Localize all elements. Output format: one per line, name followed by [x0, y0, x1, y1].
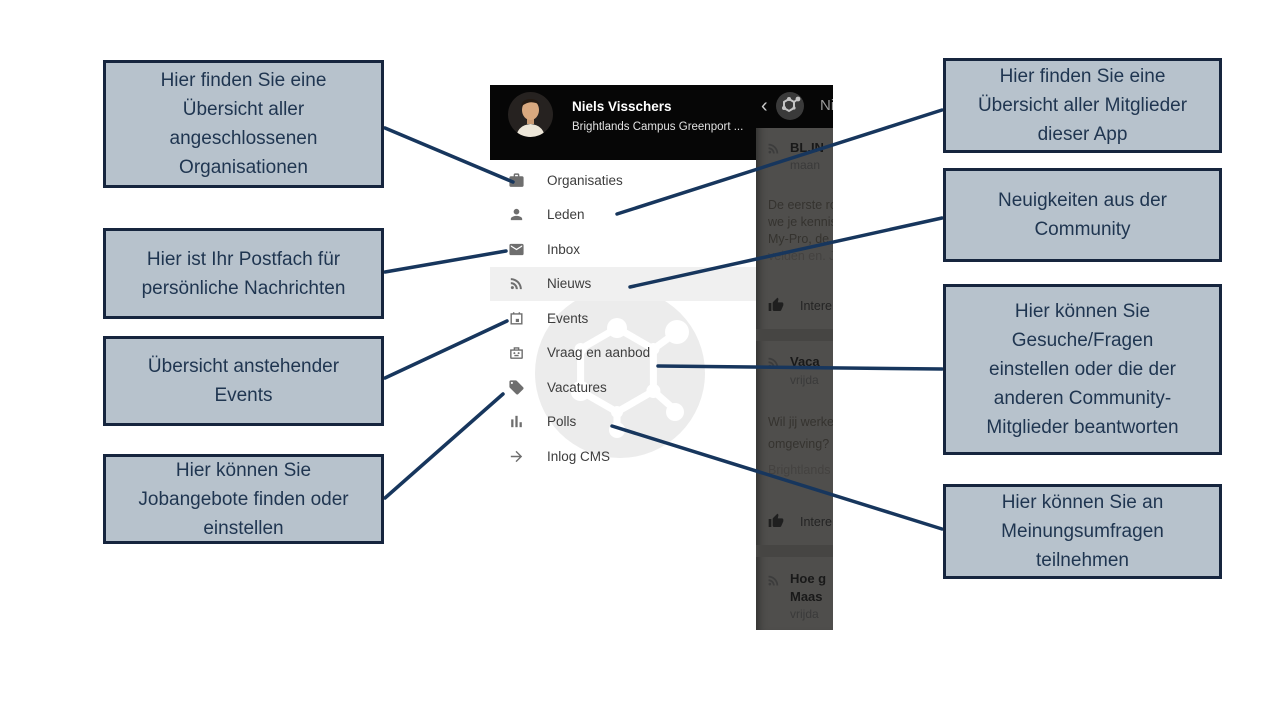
login-arrow-icon	[508, 448, 525, 465]
rss-icon	[766, 355, 781, 375]
feed-divider	[756, 329, 833, 341]
menu-item-leden[interactable]: Leden	[490, 198, 756, 233]
thumb-up-icon[interactable]	[768, 513, 784, 534]
connector-inbox	[383, 249, 508, 274]
menu-item-vacatures[interactable]: Vacatures	[490, 370, 756, 405]
news-feed-scrim: ‹ Ni BL.IN maan De eerste ro	[756, 85, 833, 630]
poll-icon	[508, 413, 525, 430]
feed-item-title: Vaca	[790, 354, 820, 369]
menu-label: Inbox	[547, 241, 581, 257]
feed-item-date: vrijda	[790, 373, 819, 387]
callout-jobangebote: Hier können Sie Jobangebote finden oder …	[103, 454, 384, 544]
connector-vacatures	[383, 392, 505, 500]
envelope-icon	[508, 241, 525, 258]
connector-events	[383, 319, 509, 380]
feed-body-line: De eerste ro	[768, 198, 833, 212]
callout-organisationen: Hier finden Sie eine Übersicht aller ang…	[103, 60, 384, 188]
menu-item-inbox[interactable]: Inbox	[490, 232, 756, 267]
app-toolbar: ‹ Ni	[756, 85, 833, 128]
marketplace-icon	[508, 344, 525, 361]
rss-icon	[508, 275, 525, 292]
toolbar-title: Ni	[820, 97, 833, 114]
feed-item-title: Hoe g	[790, 571, 827, 586]
feed-body-line: Brightlands	[768, 463, 831, 477]
menu-item-organisaties[interactable]: Organisaties	[490, 163, 756, 198]
callout-events: Übersicht anstehender Events	[103, 336, 384, 426]
menu-label: Inlog CMS	[547, 448, 611, 464]
app-logo-icon	[776, 92, 804, 120]
menu-label: Polls	[547, 414, 577, 430]
feed-item-title-line2: Maas	[790, 589, 823, 604]
rss-icon	[766, 141, 781, 161]
menu-label: Nieuws	[547, 276, 592, 292]
tag-icon	[508, 379, 525, 396]
menu-item-nieuws[interactable]: Nieuws	[490, 266, 756, 301]
back-button[interactable]: ‹	[761, 95, 768, 117]
profile-organization: Brightlands Campus Greenport ...	[572, 121, 744, 133]
feed-body-line: we je kennis	[768, 215, 833, 229]
navigation-drawer: Niels Visschers Brightlands Campus Green…	[490, 85, 756, 630]
menu-label: Events	[547, 310, 589, 326]
callout-umfragen: Hier können Sie an Meinungsumfragen teil…	[943, 484, 1222, 579]
briefcase-icon	[508, 172, 525, 189]
calendar-icon	[508, 310, 525, 327]
feed-body-line: velden en. J	[768, 249, 833, 263]
menu-item-vraag-en-aanbod[interactable]: Vraag en aanbod	[490, 336, 756, 371]
app-screenshot: Niels Visschers Brightlands Campus Green…	[490, 85, 833, 630]
feed-divider	[756, 545, 833, 557]
menu-label: Leden	[547, 207, 585, 223]
callout-neuigkeiten: Neuigkeiten aus der Community	[943, 168, 1222, 262]
menu-label: Vacatures	[547, 379, 607, 395]
menu-item-events[interactable]: Events	[490, 301, 756, 336]
menu-label: Vraag en aanbod	[547, 345, 651, 361]
feed-item-date: maan	[790, 158, 821, 172]
feed-body-line: omgeving?	[768, 437, 830, 451]
feed-body-line: My-Pro, de	[768, 232, 830, 246]
feed-item-date: vrijda	[790, 607, 819, 621]
profile-name: Niels Visschers	[572, 99, 672, 114]
callout-postfach: Hier ist Ihr Postfach für persönliche Na…	[103, 228, 384, 319]
person-icon	[508, 206, 525, 223]
feed-item-title: BL.IN	[790, 140, 824, 155]
rss-icon	[766, 573, 781, 593]
thumb-up-icon[interactable]	[768, 297, 784, 318]
like-label[interactable]: Intere	[800, 299, 832, 313]
menu-item-inlog-cms[interactable]: Inlog CMS	[490, 439, 756, 474]
drawer-profile-header[interactable]: Niels Visschers Brightlands Campus Green…	[490, 85, 756, 160]
drawer-menu: Organisaties Leden Inbox Nieuws	[490, 163, 756, 474]
avatar	[508, 92, 553, 137]
callout-mitglieder: Hier finden Sie eine Übersicht aller Mit…	[943, 58, 1222, 153]
like-label[interactable]: Intere	[800, 515, 832, 529]
menu-item-polls[interactable]: Polls	[490, 405, 756, 440]
menu-label: Organisaties	[547, 172, 623, 188]
feed-body-line: Wil jij werke	[768, 415, 833, 429]
callout-gesuche: Hier können Sie Gesuche/Fragen einstelle…	[943, 284, 1222, 455]
